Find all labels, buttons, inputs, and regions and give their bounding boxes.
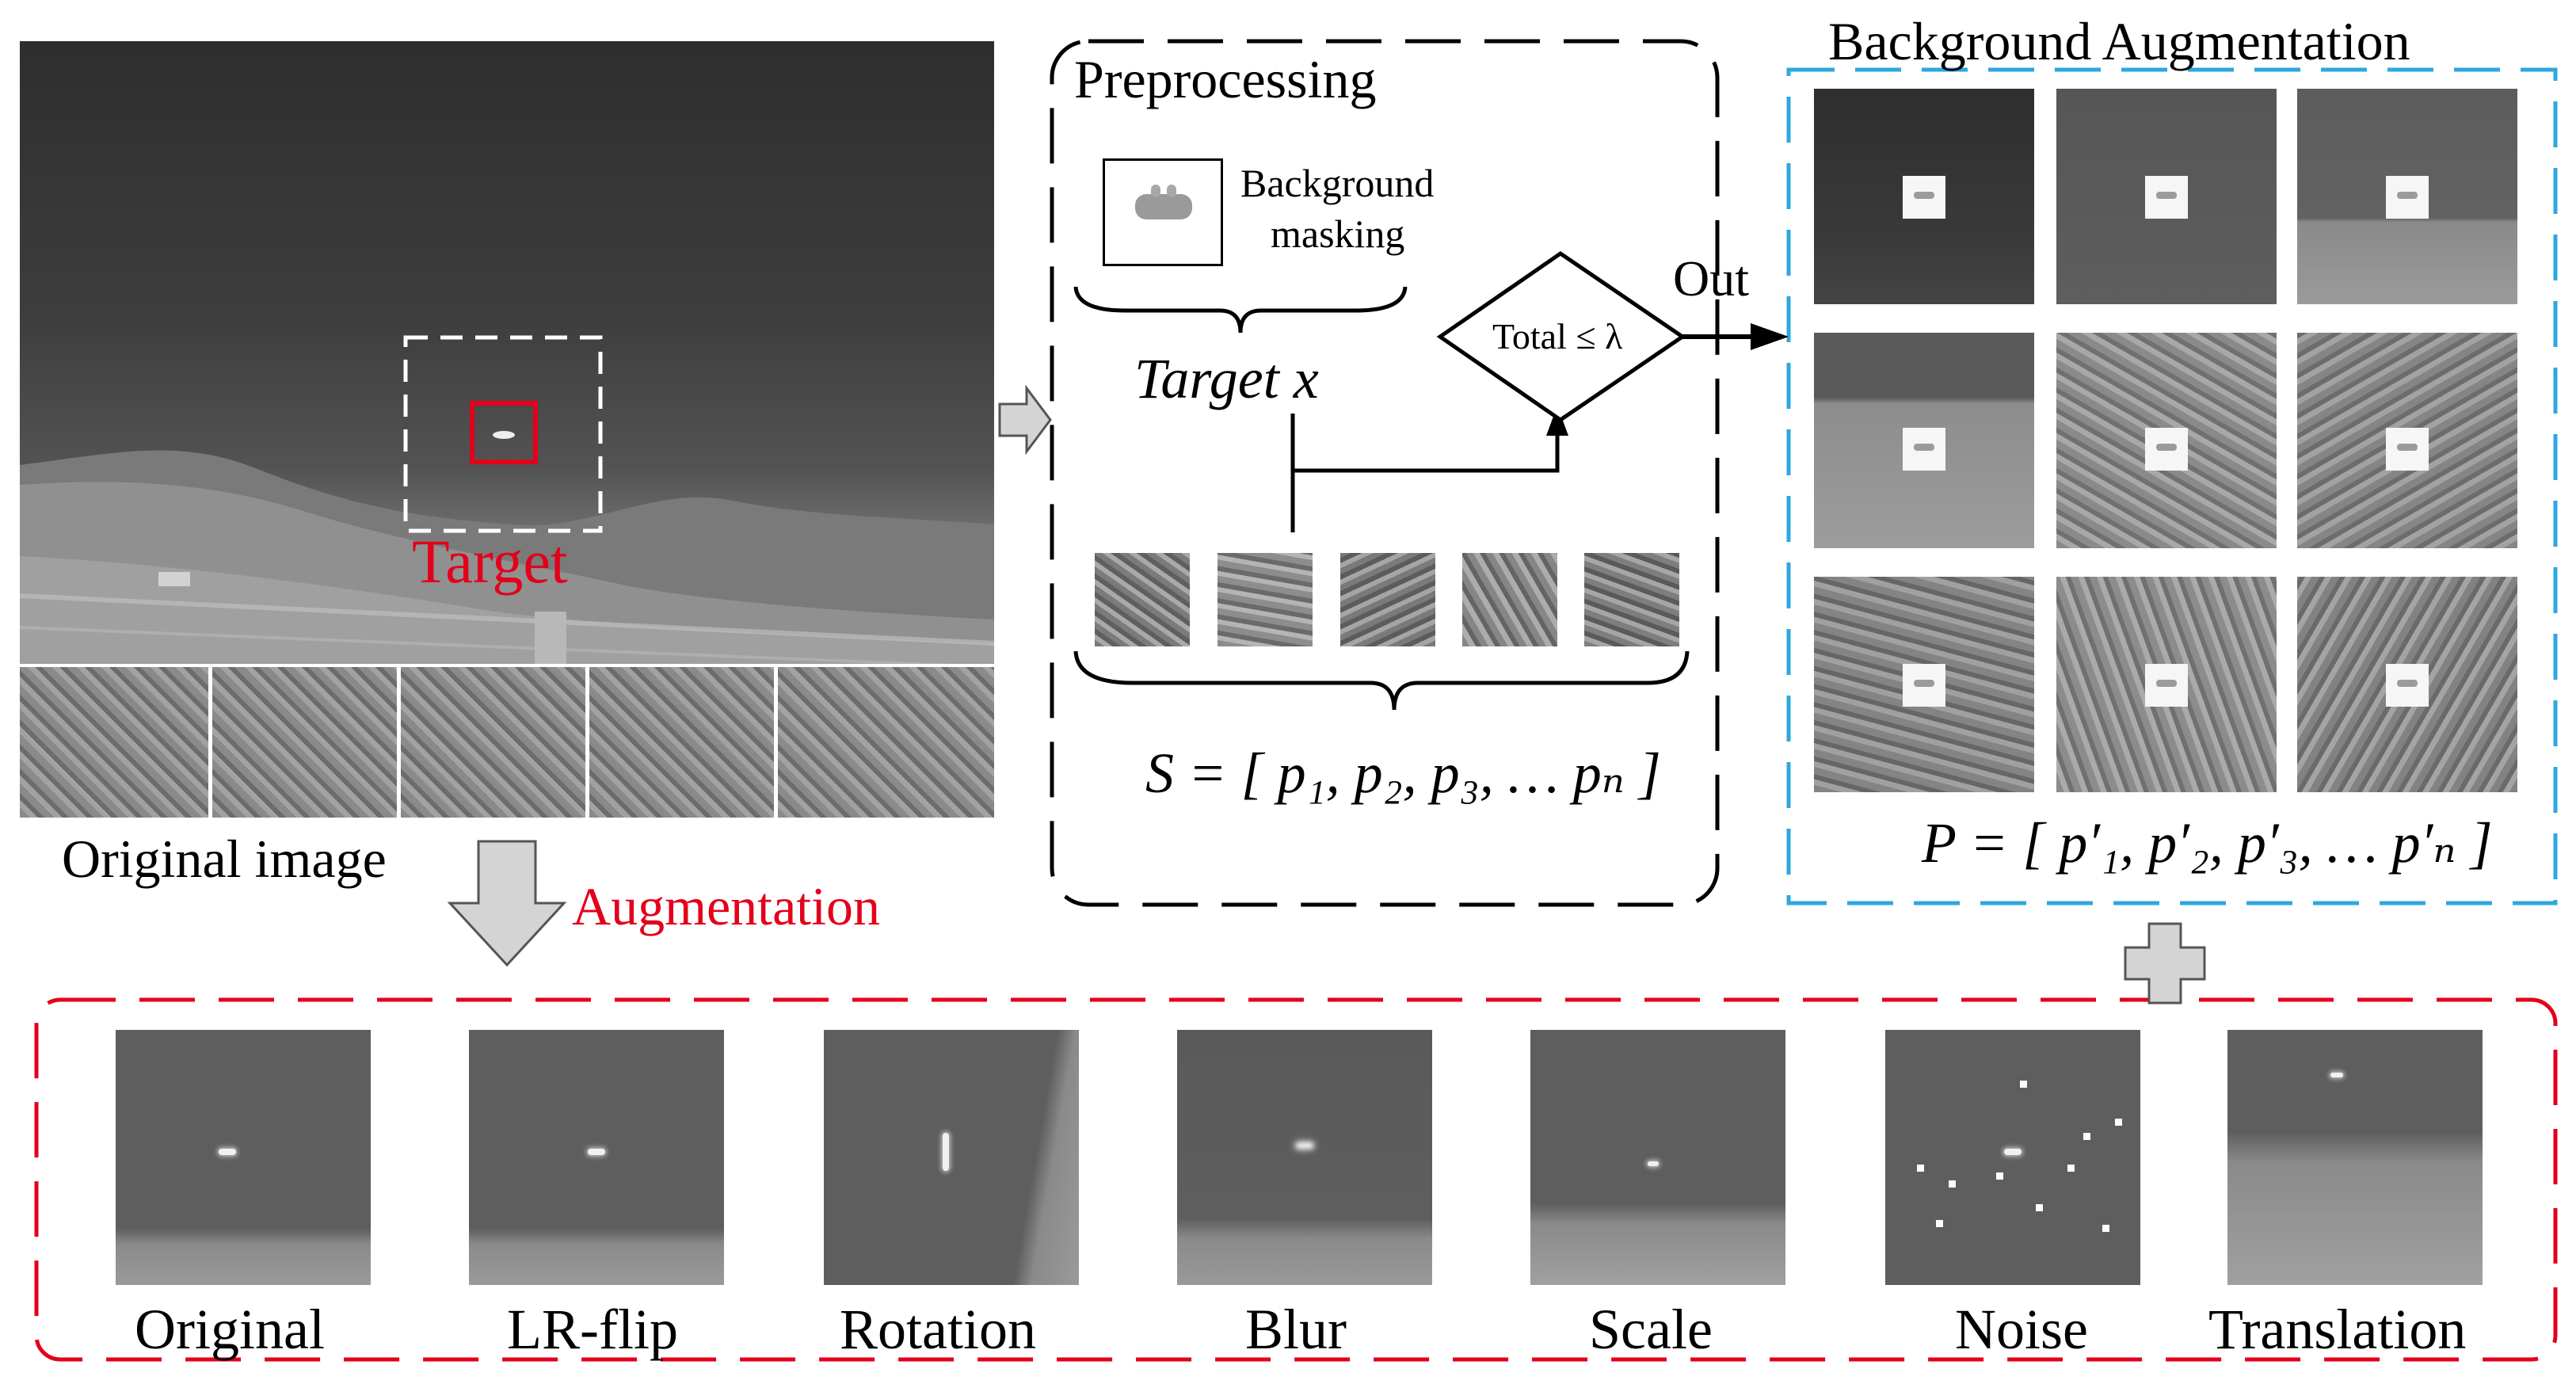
aug-tile-lr-flip (469, 1030, 724, 1285)
target-label: Target (412, 527, 568, 596)
augmentation-box (34, 997, 2558, 1362)
out-arrow-icon (1751, 323, 1789, 350)
bg-aug-tile-8 (2056, 577, 2277, 792)
arrow-down-icon (447, 840, 567, 967)
patch-4 (1462, 553, 1557, 646)
background-masking-label-1: Background (1240, 161, 1435, 205)
target-box (470, 401, 538, 464)
aug-tile-original (116, 1030, 371, 1285)
background-masking-label-2: masking (1271, 212, 1405, 256)
aug-label-noise: Noise (1955, 1298, 2088, 1361)
background-augmentation-title: Background Augmentation (1828, 11, 2410, 71)
aug-label-lr-flip: LR-flip (507, 1298, 678, 1361)
aug-label-original: Original (135, 1298, 325, 1361)
out-label: Out (1673, 250, 1749, 307)
aug-label-rotation: Rotation (840, 1298, 1036, 1361)
aug-label-translation: Translation (2208, 1298, 2467, 1361)
aug-tile-translation (2227, 1030, 2483, 1285)
decision-label: Total ≤ λ (1492, 316, 1623, 356)
original-infrared-image (20, 41, 994, 818)
p-formula: P = [ p′₁, p′₂, p′₃, … p′ₙ ] (1922, 811, 2493, 875)
bg-aug-tile-2 (2056, 89, 2277, 304)
patch-1 (1095, 553, 1190, 646)
augmentation-label: Augmentation (572, 876, 881, 936)
aug-label-scale: Scale (1589, 1298, 1713, 1361)
arrow-right-icon (998, 384, 1052, 456)
bg-aug-tile-4 (1814, 333, 2034, 548)
preprocessing-title: Preprocessing (1074, 49, 1377, 109)
patches-brace (1073, 650, 1690, 711)
bg-aug-tile-9 (2297, 577, 2517, 792)
patch-2 (1218, 553, 1313, 646)
arrow-up-icon (1546, 406, 1568, 436)
patch-5 (1584, 553, 1679, 646)
bg-aug-tile-1 (1814, 89, 2034, 304)
plus-icon (2124, 922, 2206, 1005)
bg-aug-tile-6 (2297, 333, 2517, 548)
s-formula: S = [ p₁, p₂, p₃, … pₙ ] (1145, 742, 1661, 805)
bg-aug-tile-7 (1814, 577, 2034, 792)
original-image-label: Original image (62, 829, 387, 889)
target-x-label: Target x (1134, 347, 1319, 410)
aug-tile-rotation (824, 1030, 1079, 1285)
bg-aug-tile-3 (2297, 89, 2517, 304)
aug-label-blur: Blur (1245, 1298, 1347, 1361)
preprocessing-box (1050, 39, 1720, 907)
aug-tile-blur (1177, 1030, 1432, 1285)
bg-aug-tile-5 (2056, 333, 2277, 548)
aug-tile-scale (1530, 1030, 1785, 1285)
target-region-dashed-box (403, 335, 603, 533)
background-masking-thumbnail (1103, 158, 1223, 266)
patch-3 (1340, 553, 1435, 646)
masking-brace (1073, 286, 1408, 334)
aug-tile-noise (1885, 1030, 2140, 1285)
